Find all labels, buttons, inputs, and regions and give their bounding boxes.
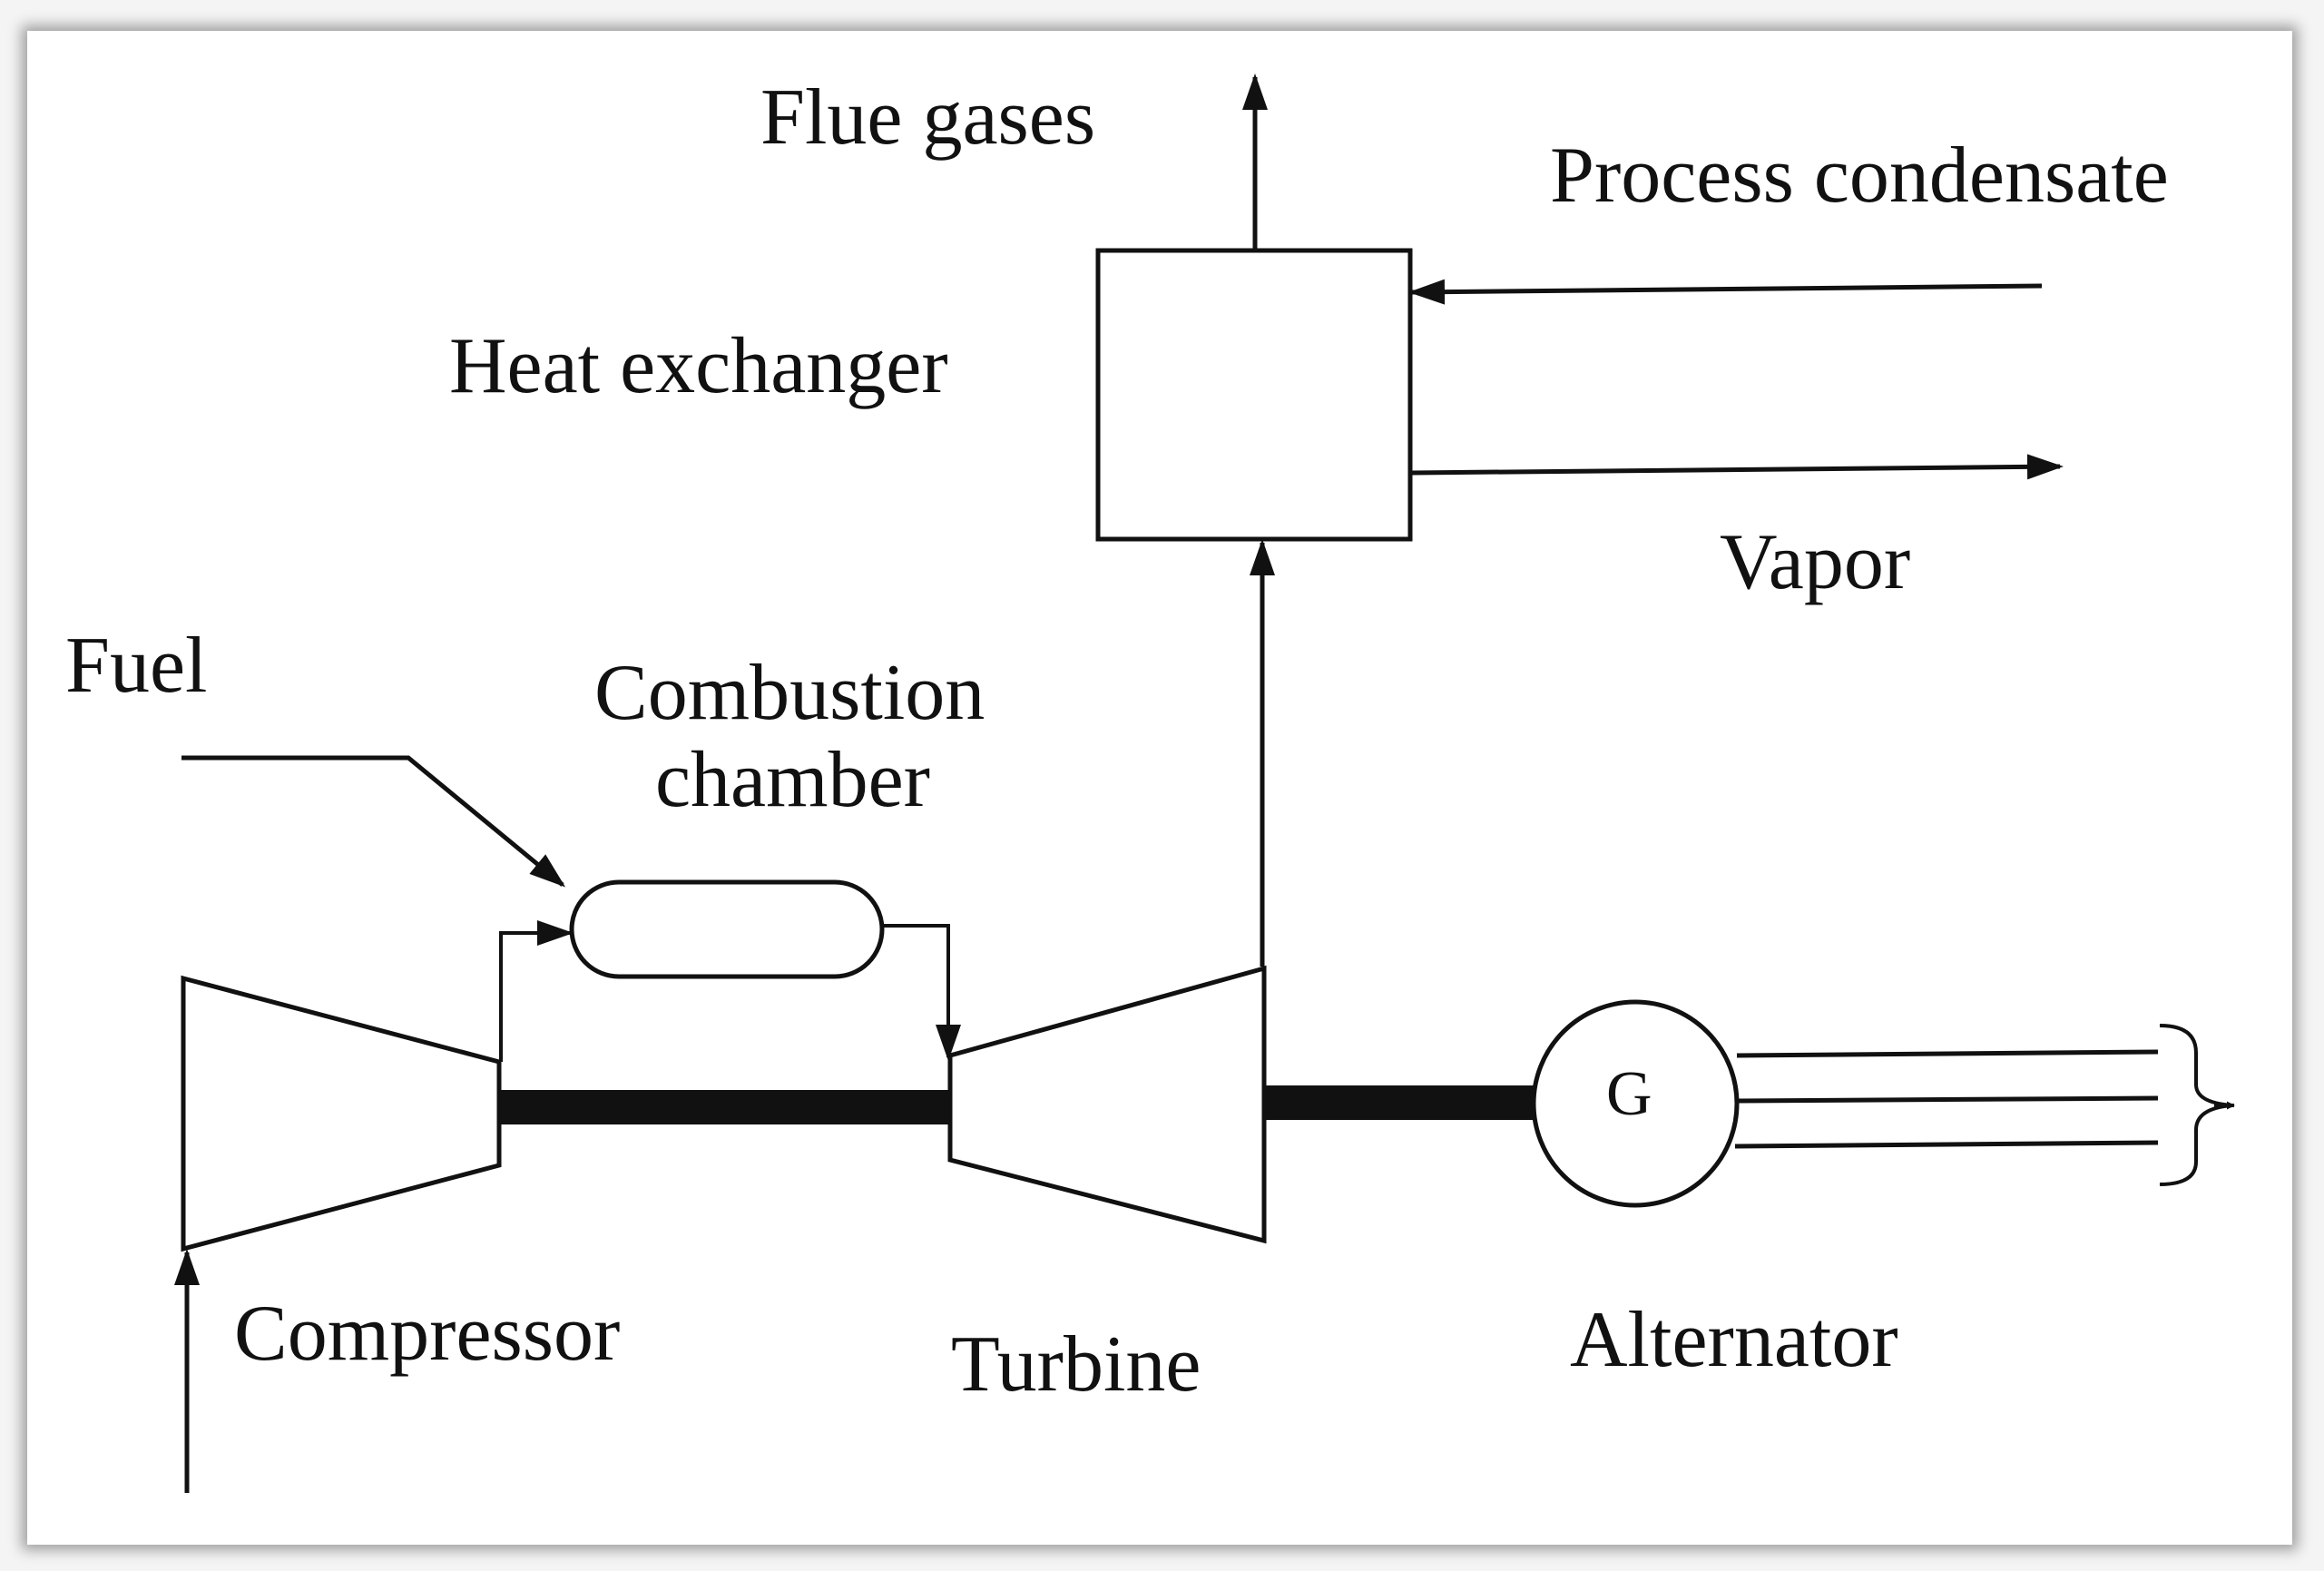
- compressor-to-chamber-line: [499, 920, 574, 1062]
- alternator-output-line-3: [1734, 1140, 2159, 1149]
- vapor-arrow: [1411, 454, 2064, 480]
- compressor-label: Compressor: [234, 1290, 620, 1378]
- alternator-output-line-2: [1738, 1095, 2159, 1104]
- compressor-shape: [181, 975, 502, 1252]
- alternator-label: Alternator: [1570, 1296, 1898, 1384]
- combustion-chamber-shape: [569, 879, 885, 979]
- fuel-line: [181, 755, 566, 888]
- generator-symbol: G: [1606, 1059, 1652, 1129]
- chamber-to-turbine-line: [882, 924, 961, 1061]
- flue-gases-label: Flue gases: [760, 74, 1095, 162]
- process-condensate-arrow: [1408, 279, 2043, 305]
- process-condensate-label: Process condensate: [1550, 132, 2169, 220]
- vapor-label: Vapor: [1720, 518, 1910, 606]
- alternator-circle: [1531, 999, 1740, 1208]
- fuel-label: Fuel: [65, 622, 207, 710]
- turbine-label: Turbine: [951, 1321, 1201, 1409]
- combustion-chamber-label-line1: Combustion: [594, 649, 985, 737]
- heat-exchanger-label: Heat exchanger: [449, 322, 948, 410]
- turbine-shape: [947, 965, 1267, 1244]
- heat-exchanger-box: [1095, 248, 1413, 542]
- alternator-output-line-1: [1736, 1049, 2159, 1058]
- combustion-chamber-label-line2: chamber: [655, 736, 930, 824]
